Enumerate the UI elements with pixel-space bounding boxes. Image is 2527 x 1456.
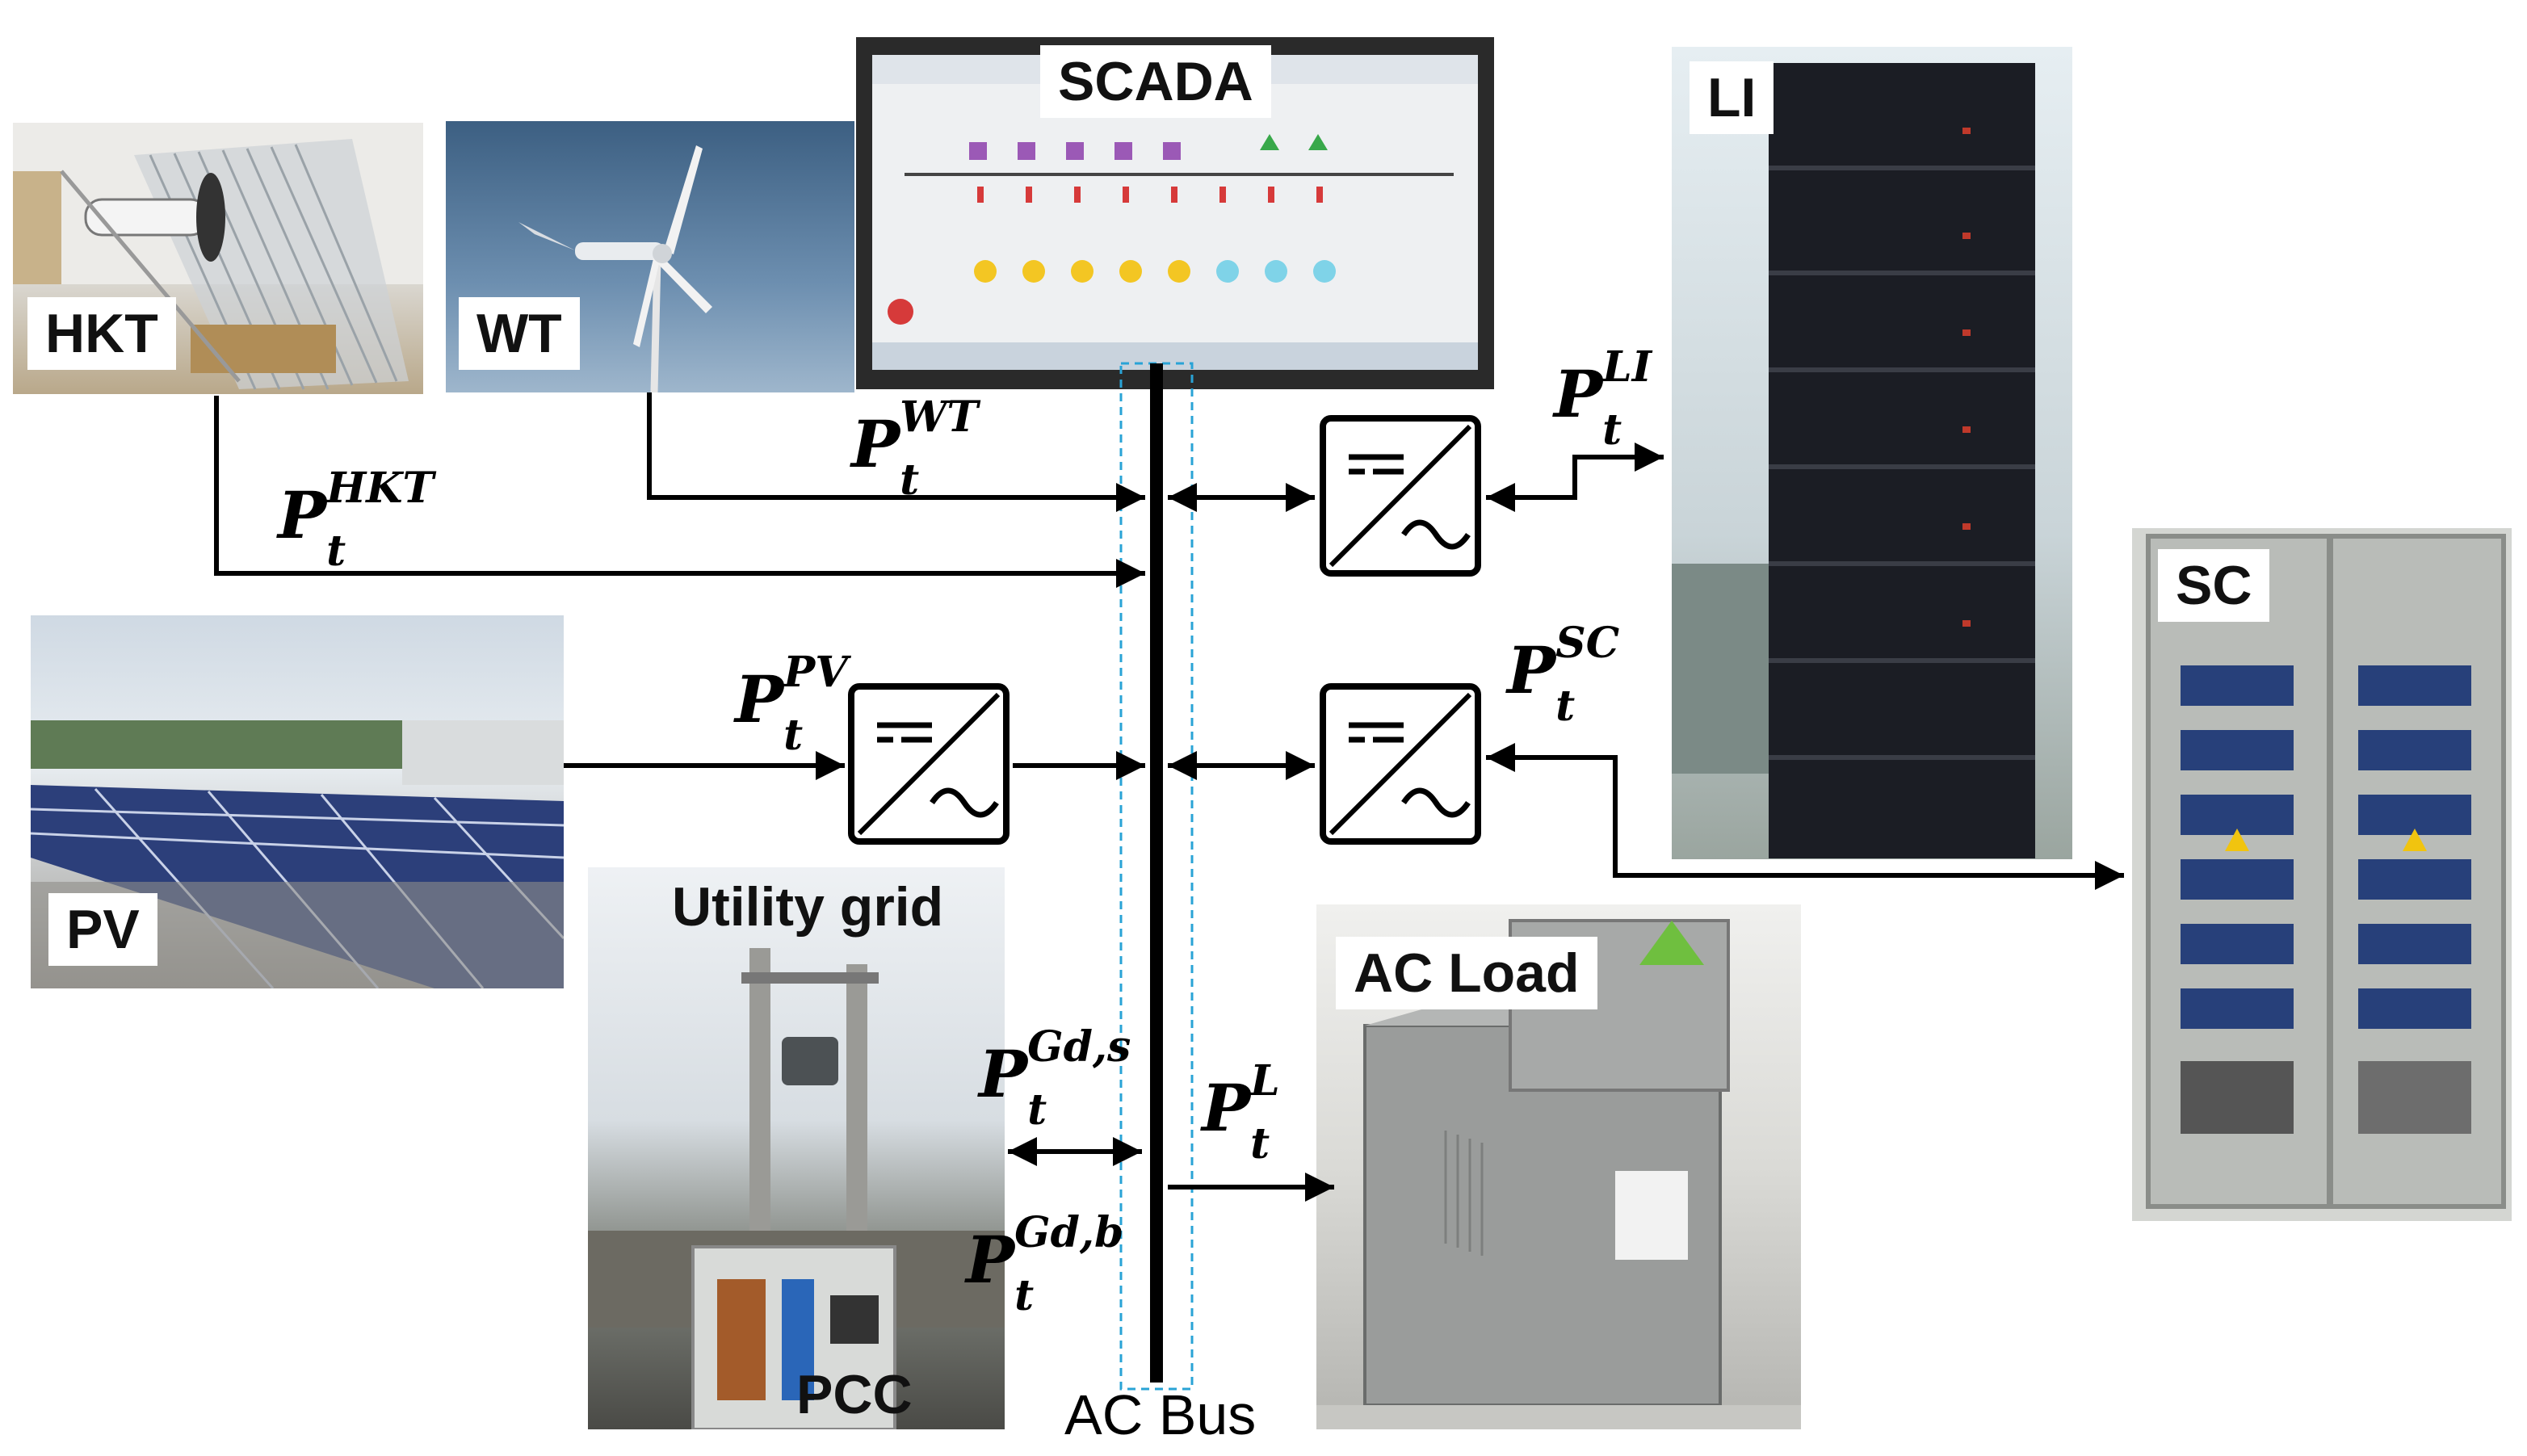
- utility-grid-label: Utility grid: [672, 876, 944, 938]
- ac-load-label: AC Load: [1336, 937, 1597, 1010]
- sc-photo: [2132, 528, 2512, 1221]
- hkt-power-line: [214, 396, 1145, 588]
- lithium-ion-battery-rack-illustration: [1672, 63, 2035, 858]
- sc-converter-icon: [1320, 683, 1481, 845]
- li-photo: [1672, 47, 2072, 859]
- pv-converter-icon: [848, 683, 1010, 845]
- li-label: LI: [1690, 61, 1774, 135]
- sc-storage-link: [1486, 743, 2124, 890]
- ac-bus-label: AC Bus: [1064, 1383, 1257, 1446]
- utility-grid-photo: [588, 867, 1005, 1429]
- hydrokinetic-turbine-illustration: [13, 123, 423, 390]
- wt-label: WT: [459, 297, 580, 371]
- hkt-photo: [13, 123, 423, 394]
- li-storage-link: [1486, 443, 1664, 512]
- supercapacitor-cabinet-illustration: [2146, 534, 2506, 1209]
- ac-load-photo: [1316, 904, 1801, 1429]
- utility-pole-and-pcc-cabinet-illustration: [588, 948, 1005, 1429]
- solar-panel-array-illustration: [31, 720, 564, 988]
- pv-label: PV: [48, 893, 157, 967]
- pv-photo: [31, 615, 564, 988]
- pcc-label: PCC: [796, 1364, 913, 1425]
- wt-power-line: [647, 392, 1145, 512]
- sc-label: SC: [2158, 549, 2270, 623]
- hkt-label: HKT: [27, 297, 176, 371]
- scada-label: SCADA: [1040, 45, 1271, 119]
- li-converter-icon: [1320, 415, 1481, 577]
- wind-turbine-illustration: [518, 145, 712, 392]
